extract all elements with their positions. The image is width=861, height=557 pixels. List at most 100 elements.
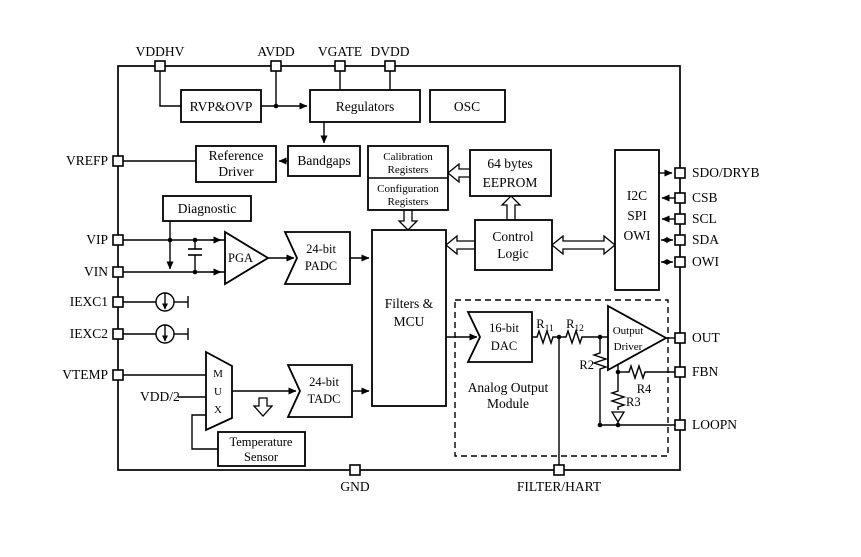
pin-iexc2: IEXC2 [70, 326, 124, 341]
svg-text:Sensor: Sensor [244, 450, 279, 464]
pin-vip: VIP [86, 232, 124, 247]
pin-vin: VIN [84, 264, 124, 279]
pin-scl: SCL [674, 211, 717, 226]
resistor-r3 [609, 388, 627, 410]
pin-iexc1: IEXC1 [70, 294, 124, 309]
resistor-label-r2: R2 [579, 358, 594, 372]
resistor-label-r11: R11 [536, 317, 554, 334]
block-osc: OSC [429, 89, 506, 123]
svg-text:M: M [213, 368, 223, 380]
resistor-r2 [591, 350, 609, 372]
svg-text:Output: Output [613, 325, 644, 337]
svg-text:Registers: Registers [388, 196, 429, 208]
svg-text:EEPROM: EEPROM [483, 175, 538, 190]
svg-text:Diagnostic: Diagnostic [178, 201, 237, 216]
svg-text:Regulators: Regulators [336, 99, 395, 114]
pin-gnd: GND [340, 464, 370, 494]
hollow-down-arrow-r3 [610, 411, 626, 424]
svg-text:24-bit: 24-bit [306, 242, 336, 256]
svg-text:IEXC1: IEXC1 [70, 294, 108, 309]
svg-text:16-bit: 16-bit [489, 321, 519, 335]
svg-text:Analog Output: Analog Output [468, 380, 549, 395]
svg-text:Logic: Logic [497, 246, 529, 261]
pin-vrefp: VREFP [66, 153, 124, 168]
bus-arrow-control-to-eeprom [500, 195, 522, 221]
hollow-down-arrow-tadc [252, 397, 274, 417]
resistor-r11 [534, 328, 556, 346]
svg-text:64 bytes: 64 bytes [487, 156, 532, 171]
current-source-iexc2-icon [155, 324, 175, 344]
block-regulators: Regulators [309, 89, 421, 123]
block-filters-mcu: Filters & MCU [371, 229, 447, 407]
block-bandgaps: Bandgaps [287, 145, 361, 177]
svg-text:VREFP: VREFP [66, 153, 108, 168]
vdd2-label: VDD/2 [140, 389, 180, 404]
svg-text:SCL: SCL [692, 211, 717, 226]
pin-vtemp: VTEMP [62, 367, 124, 382]
svg-text:MCU: MCU [394, 314, 425, 329]
block-rvp-ovp: RVP&OVP [180, 89, 262, 123]
svg-text:RVP&OVP: RVP&OVP [190, 99, 253, 114]
resistor-r4 [626, 363, 648, 381]
svg-text:FILTER/HART: FILTER/HART [517, 479, 602, 494]
svg-text:AVDD: AVDD [257, 44, 295, 59]
svg-text:LOOPN: LOOPN [692, 417, 737, 432]
blocks: RVP&OVP Regulators OSC Reference Driver … [140, 89, 669, 467]
bus-arrow-control-to-mcu [444, 234, 476, 256]
svg-text:VGATE: VGATE [318, 44, 362, 59]
block-diagnostic: Diagnostic [162, 195, 252, 222]
pin-loopn: LOOPN [674, 417, 737, 432]
block-control-logic: Control Logic [474, 219, 553, 271]
block-eeprom: 64 bytes EEPROM [469, 149, 552, 197]
svg-text:OUT: OUT [692, 330, 720, 345]
svg-text:U: U [214, 386, 222, 398]
bus-arrow-registers-to-mcu [397, 209, 419, 231]
svg-text:Calibration: Calibration [383, 151, 433, 163]
block-reference-driver: Reference Driver [195, 145, 277, 183]
svg-text:OSC: OSC [454, 99, 480, 114]
svg-text:Module: Module [487, 396, 529, 411]
svg-text:Configuration: Configuration [377, 183, 439, 195]
block-output-driver: Output Driver [607, 304, 668, 372]
svg-text:FBN: FBN [692, 364, 719, 379]
resistor-network: R11 R12 R2 R3 R4 [534, 317, 652, 410]
resistor-label-r3: R3 [626, 395, 641, 409]
svg-text:VIN: VIN [84, 264, 108, 279]
svg-text:Temperature: Temperature [230, 435, 293, 449]
svg-text:Driver: Driver [218, 164, 254, 179]
svg-text:Filters &: Filters & [385, 296, 434, 311]
bus-arrow-eeprom-to-registers [446, 162, 471, 184]
pin-vgate: VGATE [318, 44, 362, 72]
svg-text:OWI: OWI [624, 228, 651, 243]
svg-text:SPI: SPI [627, 208, 647, 223]
svg-text:Registers: Registers [388, 164, 429, 176]
pin-vddhv: VDDHV [136, 44, 185, 72]
pin-fbn: FBN [674, 364, 719, 379]
junction-dots [167, 103, 621, 428]
svg-text:VTEMP: VTEMP [62, 367, 108, 382]
pin-filter-hart: FILTER/HART [517, 464, 602, 494]
svg-text:CSB: CSB [692, 190, 718, 205]
current-source-iexc1-icon [155, 292, 175, 312]
pin-sda: SDA [674, 232, 719, 247]
svg-text:PADC: PADC [305, 259, 337, 273]
svg-text:Bandgaps: Bandgaps [297, 153, 350, 168]
block-mux: M U X [205, 350, 233, 432]
pin-sdo-dryb: SDO/DRYB [674, 165, 760, 180]
svg-text:SDA: SDA [692, 232, 719, 247]
svg-text:X: X [214, 404, 222, 416]
svg-text:DVDD: DVDD [371, 44, 410, 59]
svg-text:IEXC2: IEXC2 [70, 326, 108, 341]
resistor-label-r12: R12 [566, 317, 584, 334]
block-registers: Calibration Registers Configuration Regi… [367, 145, 449, 211]
svg-text:DAC: DAC [491, 339, 517, 353]
pins: VDDHV AVDD VGATE DVDD VREFP VIP VIN IEXC… [62, 44, 759, 494]
svg-text:SDO/DRYB: SDO/DRYB [692, 165, 760, 180]
svg-text:OWI: OWI [692, 254, 719, 269]
analog-output-module: Analog Output Module [454, 299, 669, 457]
svg-text:I2C: I2C [627, 188, 647, 203]
svg-text:Reference: Reference [209, 148, 264, 163]
block-interface: I2C SPI OWI [614, 149, 660, 291]
